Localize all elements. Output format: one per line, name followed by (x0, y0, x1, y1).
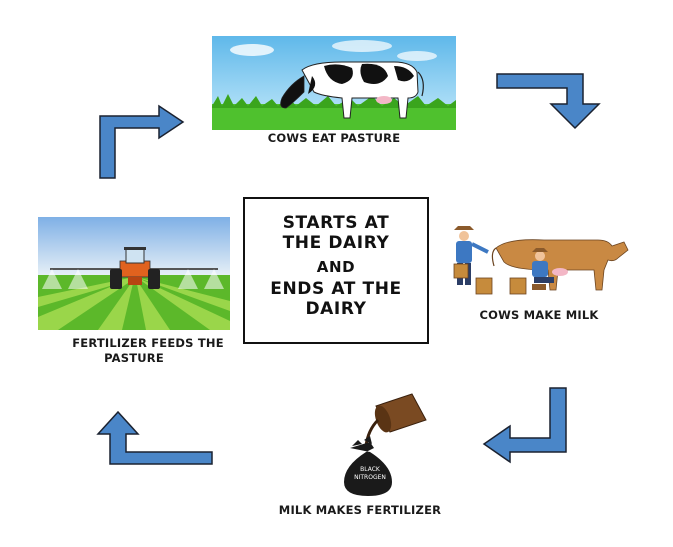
caption-cows-make-milk: COWS MAKE MILK (479, 308, 599, 322)
caption-fertilizer-line-2: PASTURE (104, 351, 164, 365)
arrow-bottom-left (96, 410, 216, 470)
caption-cows-eat-pasture: COWS EAT PASTURE (267, 131, 401, 145)
bag-label-line-1: BLACK (360, 466, 380, 473)
caption-milk-makes-fertilizer: MILK MAKES FERTILIZER (278, 503, 442, 517)
bag-label-line-2: NITROGEN (354, 474, 386, 481)
center-line-3: AND (316, 258, 356, 276)
arrow-bottom-right (480, 386, 572, 466)
arrow-top-left (95, 104, 190, 182)
tractor-field-image (38, 217, 230, 330)
fertilizer-bag-image (330, 386, 440, 500)
center-line-2: THE DAIRY (282, 233, 390, 253)
center-line-4: ENDS AT THE (270, 279, 402, 299)
milking-image (448, 222, 630, 298)
cow-pasture-image (212, 36, 456, 130)
center-cycle-box: STARTS AT THE DAIRY AND ENDS AT THE DAIR… (243, 197, 429, 344)
center-line-5: DAIRY (305, 299, 367, 319)
bag-label: BLACK NITROGEN (340, 466, 400, 482)
center-line-1: STARTS AT (282, 213, 390, 233)
caption-fertilizer-line-1: FERTILIZER FEEDS THE (72, 336, 224, 350)
arrow-top-right (495, 70, 615, 132)
